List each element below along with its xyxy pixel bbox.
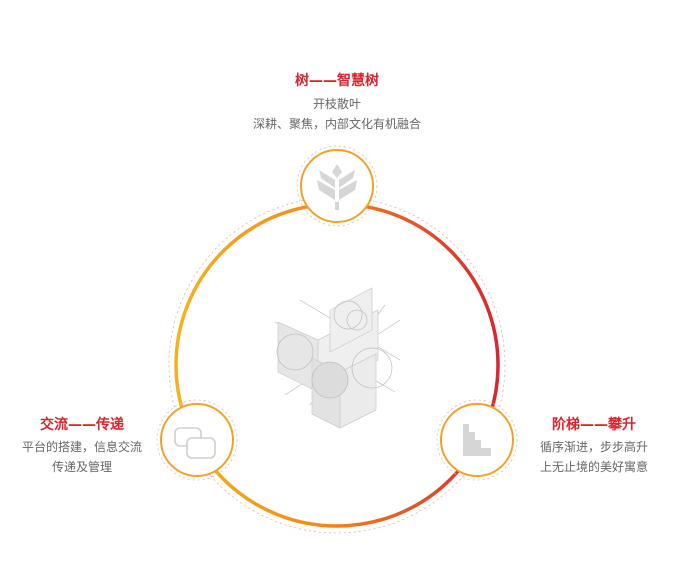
node-top-desc-line2: 深耕、聚焦，内部文化有机融合 (252, 117, 421, 131)
node-right-label: 阶梯——攀升 循序渐进，步步高升 上无止境的美好寓意 (519, 416, 669, 477)
node-top-label: 树——智慧树 开枝散叶 深耕、聚焦，内部文化有机融合 (237, 72, 437, 134)
node-left-label: 交流——传递 平台的搭建，信息交流 传递及管理 (8, 416, 156, 477)
node-right-title: 阶梯——攀升 (552, 417, 636, 433)
node-left-title: 交流——传递 (40, 417, 124, 433)
node-left-desc-line1: 平台的搭建，信息交流 (21, 440, 142, 454)
chat-bubbles-icon (174, 427, 216, 459)
node-top-desc-line1: 开枝散叶 (312, 97, 361, 111)
node-right-desc-line1: 循序渐进，步步高升 (539, 440, 648, 454)
center-sketch-graphic (274, 287, 401, 429)
node-top (296, 145, 378, 227)
node-left-desc-line2: 传递及管理 (51, 460, 112, 474)
node-right-desc-line2: 上无止境的美好寓意 (539, 460, 648, 474)
node-left (156, 399, 238, 481)
node-top-title: 树——智慧树 (295, 73, 379, 89)
stairs-icon (463, 424, 491, 456)
node-right (436, 399, 518, 481)
wheat-icon (317, 164, 357, 210)
